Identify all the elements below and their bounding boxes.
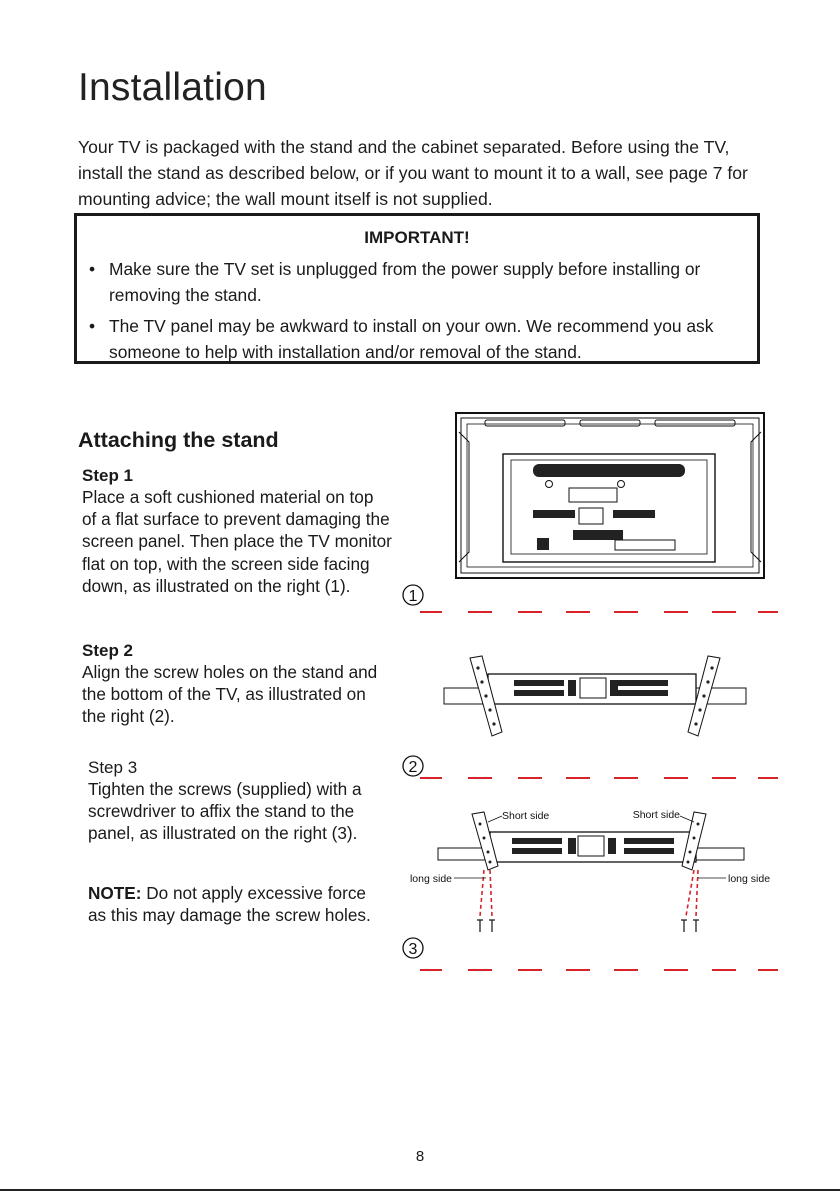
important-item: • The TV panel may be awkward to install …	[85, 314, 755, 365]
figure-2-number: 2	[409, 759, 418, 776]
step-text: Place a soft cushioned material on top o…	[82, 487, 392, 596]
figure-3-marker: 3	[402, 937, 778, 971]
note-text: Do not apply excessive force as this may…	[88, 883, 371, 926]
step-3: Step 3 Tighten the screws (supplied) wit…	[88, 758, 393, 845]
figure-2-marker: 2	[402, 755, 778, 779]
important-item-text: Make sure the TV set is unplugged from t…	[109, 259, 701, 305]
step-title: Step 3	[88, 758, 138, 777]
bullet-icon: •	[89, 316, 96, 336]
important-item-text: The TV panel may be awkward to install o…	[109, 316, 714, 362]
page-number: 8	[415, 1148, 425, 1165]
bottom-rule	[0, 1189, 840, 1191]
step-text: Tighten the screws (supplied) with a scr…	[88, 779, 362, 844]
note: NOTE: Do not apply excessive force as th…	[88, 882, 378, 926]
step-1: Step 1 Place a soft cushioned material o…	[82, 466, 392, 597]
long-side-label-left: long side	[410, 873, 452, 885]
short-side-label-left: Short side	[502, 810, 549, 822]
intro-paragraph: Your TV is packaged with the stand and t…	[78, 137, 748, 209]
note-label: NOTE:	[88, 883, 142, 903]
figure-1-number: 1	[409, 588, 418, 605]
bullet-icon: •	[89, 259, 96, 279]
step-title: Step 1	[82, 466, 134, 485]
step-text: Align the screw holes on the stand and t…	[82, 662, 378, 727]
figure-1-marker: 1	[402, 584, 778, 613]
important-list: • Make sure the TV set is unplugged from …	[85, 257, 755, 371]
short-side-label-right: Short side	[633, 809, 680, 821]
important-item: • Make sure the TV set is unplugged from …	[85, 257, 755, 308]
figure-2-stand-align	[443, 655, 747, 737]
important-heading: IMPORTANT!	[364, 228, 470, 247]
long-side-label-right: long side	[728, 873, 770, 885]
important-box: IMPORTANT! • Make sure the TV set is unpl…	[74, 213, 760, 364]
section-heading: Attaching the stand	[78, 428, 279, 452]
step-2: Step 2 Align the screw holes on the stan…	[82, 641, 392, 728]
figure-3-number: 3	[409, 941, 418, 958]
figure-1-tv-back	[455, 412, 765, 579]
figure-3-screws: Short side Short side long side long sid…	[410, 809, 770, 932]
step-title: Step 2	[82, 641, 134, 660]
page-title: Installation	[78, 66, 267, 109]
